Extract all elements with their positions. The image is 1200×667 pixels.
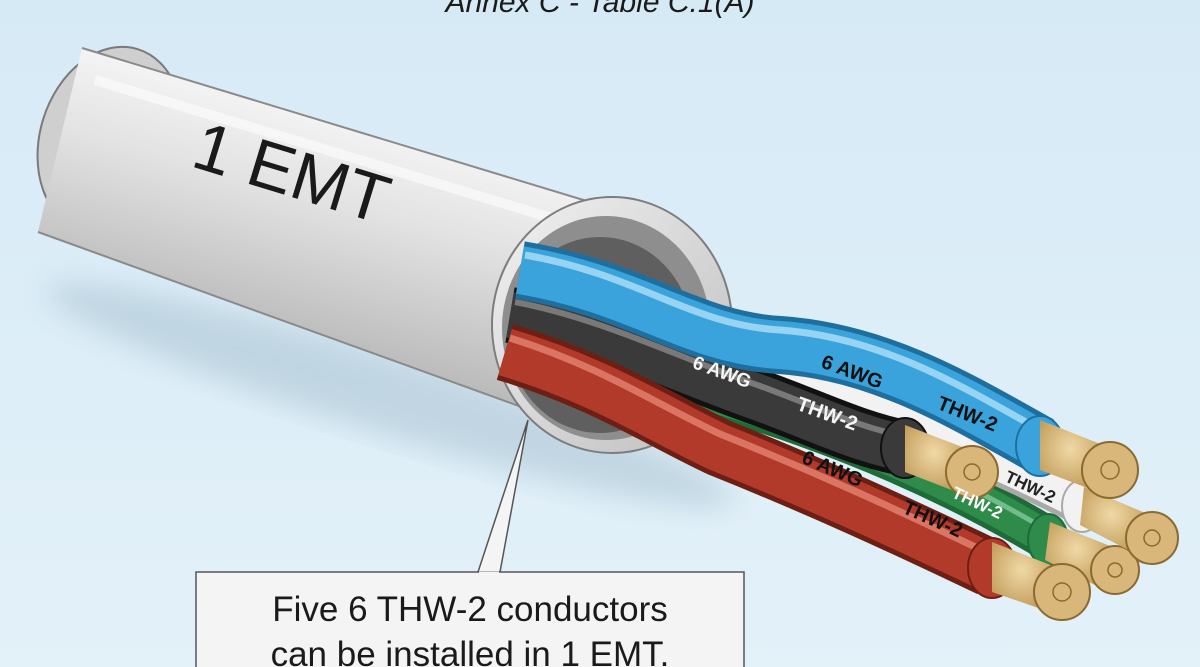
callout-line-1: Five 6 THW-2 conductors <box>272 590 668 629</box>
header-title: Annex C - Table C.1(A) <box>443 0 754 19</box>
callout: Five 6 THW-2 conductors can be installed… <box>195 419 745 667</box>
conductor-blue <box>515 241 1055 471</box>
copper-conductors <box>905 420 1179 621</box>
conduit-shadow <box>45 283 735 507</box>
callout-box <box>195 571 745 667</box>
conductors <box>496 241 1096 595</box>
callout-line-2: can be installed in 1 EMT. <box>271 635 670 667</box>
conductor-red <box>496 324 1003 595</box>
conductor-black <box>505 287 911 476</box>
